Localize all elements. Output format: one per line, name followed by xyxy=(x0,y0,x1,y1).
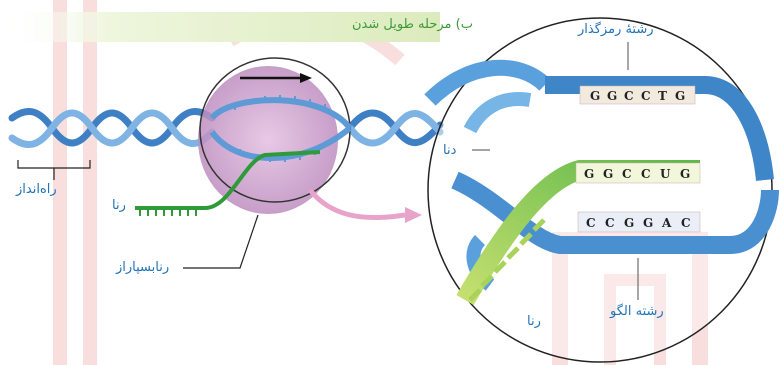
coding-base-3: C xyxy=(624,89,634,103)
dna-label: دنا xyxy=(443,143,456,158)
promoter-label: راه‌انداز xyxy=(16,182,57,197)
template-bases: C C G G A C xyxy=(578,212,700,232)
template-base-5: A xyxy=(661,216,672,230)
template-base-2: C xyxy=(605,216,615,230)
rna-label-left: رنا xyxy=(112,198,126,213)
template-base-4: G xyxy=(643,216,653,230)
coding-base-2: G xyxy=(607,89,617,103)
coding-strand-label: رشتهٔ رمزگذار xyxy=(578,22,654,37)
rna-base-2: G xyxy=(603,167,613,181)
coding-base-1: G xyxy=(590,89,600,103)
section-title: ب) مرحله طویل شدن xyxy=(352,17,473,32)
template-base-3: G xyxy=(624,216,634,230)
coding-base-4: C xyxy=(641,89,651,103)
coding-base-5: T xyxy=(658,89,667,103)
rna-base-1: G xyxy=(584,167,594,181)
rna-base-5: U xyxy=(660,167,671,181)
zoom-arrow xyxy=(310,190,422,223)
template-strand-label: رشته الگو xyxy=(610,304,664,319)
rna-polymerase xyxy=(198,58,350,214)
rna-base-6: G xyxy=(680,167,690,181)
coding-base-6: G xyxy=(675,89,685,103)
rna-base-4: C xyxy=(641,167,651,181)
rna-polymerase-label: رنابسپاراز xyxy=(116,260,169,275)
template-base-6: C xyxy=(681,216,691,230)
rna-bases: G G C C U G xyxy=(576,163,700,183)
coding-bases: G G C C T G xyxy=(580,86,695,104)
rna-label-bottom: رنا xyxy=(527,314,541,329)
rna-base-3: C xyxy=(622,167,632,181)
template-base-1: C xyxy=(586,216,596,230)
